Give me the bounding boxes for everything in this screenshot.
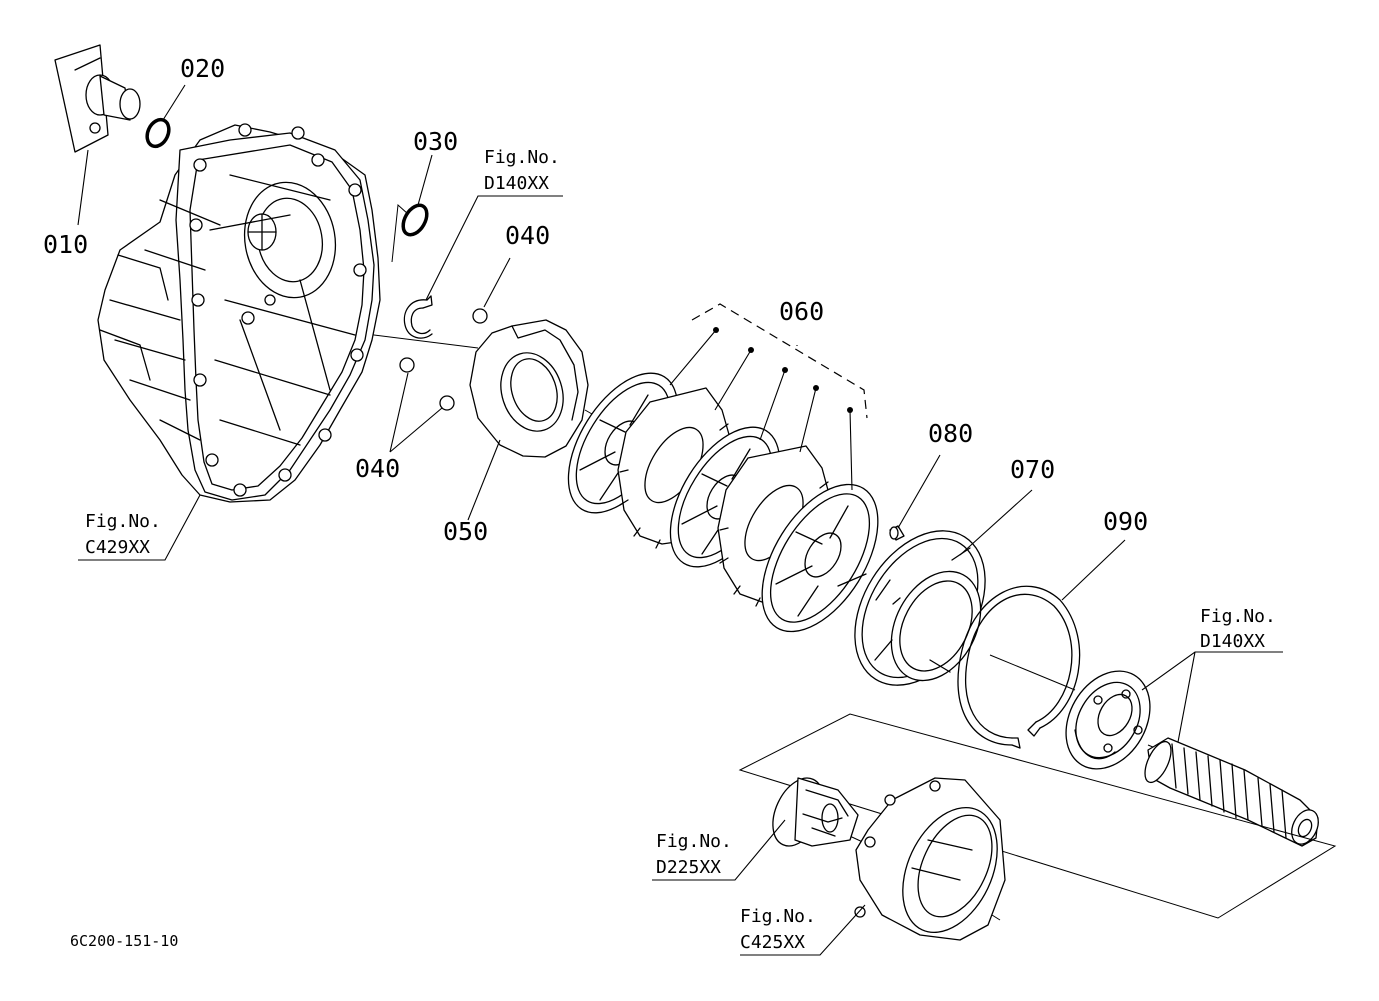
callout-070: 070 (1010, 455, 1055, 484)
fig-top-leader (425, 195, 563, 301)
fig-ref-top-code: D140XX (484, 173, 549, 194)
coupling (772, 777, 859, 847)
fig-ref-housing-code: C429XX (85, 537, 150, 558)
part-040-ball-1 (472, 308, 488, 324)
part-040-ball-2 (399, 357, 415, 373)
fig-ref-shaft-code: D140XX (1200, 631, 1265, 652)
fig-ref-top-prefix: Fig.No. (484, 147, 560, 168)
part-050-cam-plate (469, 319, 589, 458)
callout-090: 090 (1103, 507, 1148, 536)
callout-040-bottom: 040 (355, 454, 400, 483)
fig-ref-cover-prefix: Fig.No. (740, 906, 816, 927)
callout-030-leader (417, 154, 433, 206)
part-080-pin (889, 525, 905, 541)
part-010-pin (54, 44, 141, 153)
fig-ref-shaft-prefix: Fig.No. (1200, 606, 1276, 627)
callout-050: 050 (443, 517, 488, 546)
callout-070-leader (959, 489, 1033, 556)
fig-ref-coupling-prefix: Fig.No. (656, 831, 732, 852)
seal-seat-bracket (391, 203, 409, 263)
callout-080: 080 (928, 419, 973, 448)
fig-housing-leader (78, 494, 201, 561)
fig-ref-housing-prefix: Fig.No. (85, 511, 161, 532)
transmission-housing (97, 123, 381, 503)
callout-030: 030 (413, 127, 458, 156)
callout-020-leader (162, 84, 186, 121)
part-060-group-bracket (691, 303, 868, 419)
callout-080-leader (897, 454, 941, 529)
callout-050-leader (467, 439, 501, 521)
part-040-ball-3 (439, 395, 455, 411)
coupling-group-frame (738, 713, 1337, 919)
fig-cover-leader (740, 904, 866, 956)
callout-020: 020 (180, 54, 225, 83)
callout-010-leader (77, 149, 89, 226)
snap-ring (403, 295, 433, 339)
part-020-o-ring (145, 117, 171, 149)
fig-shaft-leader (1141, 651, 1283, 743)
callout-040a-leader (483, 257, 511, 308)
fig-ref-cover-code: C425XX (740, 932, 805, 953)
callout-060: 060 (779, 297, 824, 326)
callout-040b-leader (389, 372, 443, 453)
splined-shaft (1144, 737, 1319, 847)
bearing (1065, 670, 1151, 770)
drawing-code: 6C200-151-10 (70, 932, 178, 950)
callout-090-leader (1061, 539, 1126, 601)
part-060-friction-disc-3 (761, 483, 879, 633)
fig-coupling-leader (652, 819, 786, 881)
fig-ref-coupling-code: D225XX (656, 857, 721, 878)
cover-housing (854, 777, 1006, 941)
part-060-leader-lines (669, 329, 853, 491)
callout-010: 010 (43, 230, 88, 259)
callout-040-top: 040 (505, 221, 550, 250)
part-070-piston-ring (854, 530, 986, 686)
part-090-retaining-ring (957, 585, 1081, 749)
part-030-o-ring (401, 203, 429, 237)
